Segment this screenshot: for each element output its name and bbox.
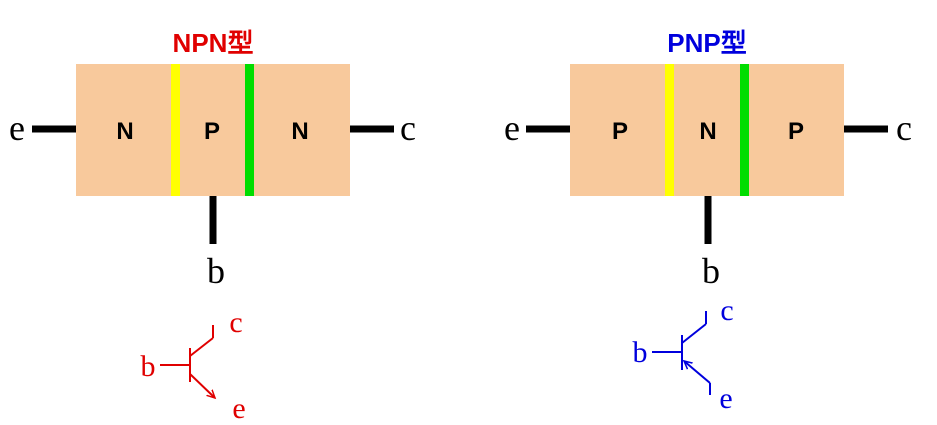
pnp-body: [570, 64, 844, 196]
pnp-junction-emitter-base: [665, 64, 674, 196]
pnp-region-collector: P: [788, 118, 804, 145]
pnp-title: PNP型: [667, 28, 746, 58]
npn-symbol-collector-lead: [189, 337, 214, 357]
pnp-junction-base-collector: [740, 64, 749, 196]
pnp-diagram: PNP型 P N P e c b b c e: [504, 28, 912, 415]
pnp-symbol-collector-label: c: [720, 294, 733, 327]
npn-collector-label: c: [400, 108, 416, 148]
npn-region-base: P: [204, 118, 220, 145]
npn-symbol-collector-label: c: [229, 306, 242, 339]
npn-symbol: b c e: [141, 306, 246, 425]
pnp-emitter-label: e: [504, 108, 520, 148]
npn-body: [76, 64, 350, 196]
npn-region-collector: N: [291, 118, 308, 145]
pnp-collector-label: c: [896, 108, 912, 148]
pnp-symbol-emitter-label: e: [719, 382, 732, 415]
npn-emitter-label: e: [9, 108, 25, 148]
npn-base-label: b: [207, 251, 225, 291]
npn-symbol-emitter-label: e: [232, 392, 245, 425]
pnp-region-base: N: [699, 118, 716, 145]
npn-diagram: NPN型 N P N e c b b c e: [9, 28, 416, 425]
pnp-base-label: b: [702, 251, 720, 291]
npn-title: NPN型: [173, 28, 254, 58]
pnp-symbol-emitter-arrow: [684, 361, 711, 384]
pnp-symbol-base-label: b: [633, 336, 648, 369]
npn-junction-emitter-base: [171, 64, 180, 196]
npn-symbol-emitter-arrow: [189, 373, 215, 398]
npn-junction-base-collector: [245, 64, 254, 196]
pnp-symbol: b c e: [633, 294, 734, 415]
npn-region-emitter: N: [116, 118, 133, 145]
npn-symbol-base-label: b: [141, 350, 156, 383]
pnp-region-emitter: P: [612, 118, 628, 145]
pnp-symbol-collector-lead: [681, 323, 707, 344]
